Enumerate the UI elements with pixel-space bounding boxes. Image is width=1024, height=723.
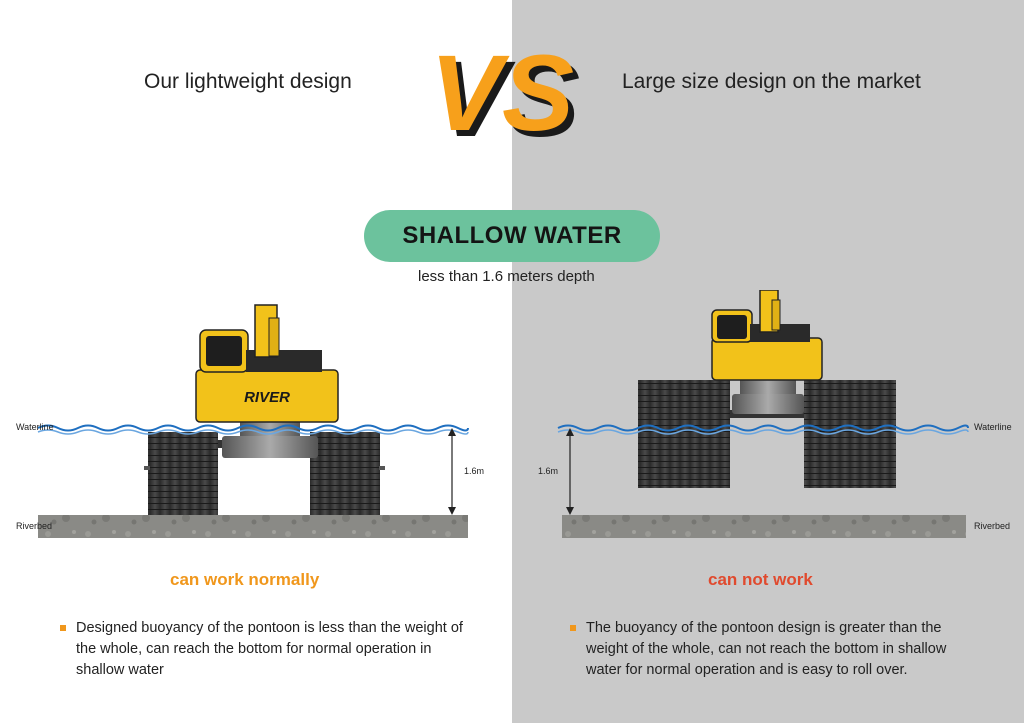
comparison-scene: RIVER 1.6m Waterline Riverbed 1.6m	[16, 290, 1012, 538]
left-pontoon-right	[310, 432, 380, 515]
right-depth-label: 1.6m	[538, 466, 558, 476]
right-pontoon-left	[638, 380, 730, 488]
right-scene: 1.6m Waterline Riverbed	[538, 290, 1012, 538]
left-boom-arm	[268, 317, 280, 357]
left-design-title: Our lightweight design	[144, 70, 352, 93]
right-pivot-ring	[740, 376, 796, 396]
badge-title: SHALLOW WATER	[402, 222, 622, 249]
left-track-bolt	[379, 466, 385, 470]
left-bullet-icon	[60, 625, 66, 631]
right-waterline-wave	[557, 424, 969, 432]
right-waterline-wave-2	[557, 429, 969, 435]
left-waterline-label: Waterline	[16, 422, 54, 432]
left-arrow-head	[448, 428, 456, 436]
left-scene: RIVER 1.6m Waterline Riverbed	[16, 304, 484, 538]
vs-shadow: VS	[436, 38, 580, 156]
left-description: Designed buoyancy of the pontoon is less…	[76, 620, 463, 678]
right-arrow-head	[566, 428, 574, 436]
right-waterline-label: Waterline	[974, 422, 1012, 432]
right-riverbed-label: Riverbed	[974, 521, 1010, 531]
right-riverbed	[562, 515, 966, 538]
left-depth-label: 1.6m	[464, 466, 484, 476]
shallow-water-badge: SHALLOW WATER	[364, 210, 660, 262]
left-waterline-wave-2	[37, 429, 469, 435]
left-arrow-head	[448, 507, 456, 515]
left-status: can work normally	[170, 570, 320, 589]
right-boom-arm	[771, 299, 781, 331]
vs-logo: VS VS	[430, 36, 580, 156]
depth-subtitle: less than 1.6 meters depth	[418, 268, 595, 285]
right-description: The buoyancy of the pontoon design is gr…	[586, 620, 947, 678]
right-undercarriage	[732, 394, 804, 414]
right-design-title: Large size design on the market	[622, 70, 921, 93]
left-riverbed	[38, 515, 468, 538]
right-machine-body	[711, 337, 823, 381]
left-pivot-ring	[240, 420, 300, 438]
left-waterline-wave	[37, 424, 469, 432]
left-pontoon-left	[148, 432, 218, 515]
right-cab-window	[717, 315, 747, 339]
right-status: can not work	[708, 570, 813, 589]
left-track-bolt	[144, 466, 150, 470]
vs-text: VS	[430, 36, 574, 153]
left-brand-logo: RIVER	[244, 389, 290, 406]
right-arrow-head	[566, 507, 574, 515]
left-cab-window	[206, 336, 242, 366]
right-bullet-icon	[570, 625, 576, 631]
left-undercarriage	[222, 436, 318, 458]
right-pontoon-right	[804, 380, 896, 488]
left-riverbed-label: Riverbed	[16, 521, 52, 531]
